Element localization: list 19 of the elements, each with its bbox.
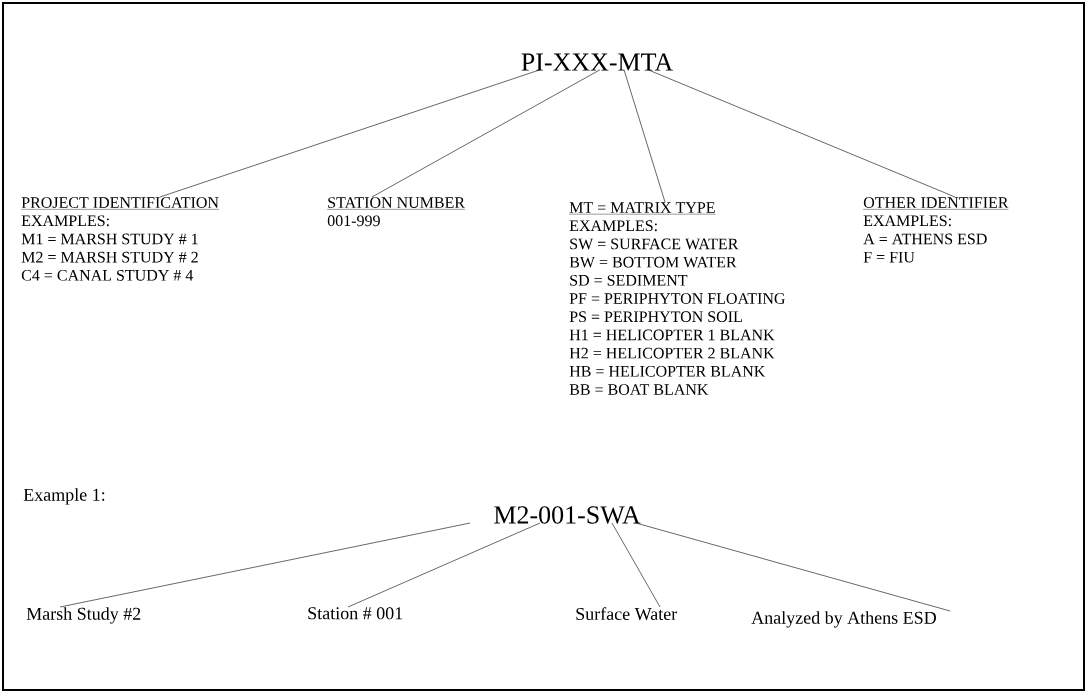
code-heading: PI-XXX-MTA	[521, 53, 673, 71]
example-text: Surface Water	[576, 607, 678, 621]
connector-line	[647, 69, 956, 198]
connector-line	[635, 522, 951, 612]
code-description: MT = MATRIX TYPE EXAMPLES: SW = SURFACE WATER BW = BOTTOM WATER SD = SEDIMENT PF = PERIPHYTON FLOATING PS = PERIPHYTON SOIL H1 = HELICOPTER 1 BLANK H2 = HELICOPTER 2 BLANK HB = HELICOPTER BLANK BB = BOAT BLANK	[569, 202, 785, 395]
connector-line	[611, 522, 661, 608]
example-text: Marsh Study #2	[26, 607, 141, 624]
example-text: Analyzed by Athens ESD	[751, 611, 936, 628]
code-heading: M2-001-SWA	[494, 506, 641, 524]
example-label: Example 1:	[23, 488, 105, 505]
example-text: Station # 001	[308, 607, 403, 620]
connector-line	[371, 69, 601, 198]
code-description: OTHER IDENTIFIER EXAMPLES: A = ATHENS ESD F = FIU	[863, 197, 1009, 263]
connector-line	[623, 69, 666, 203]
code-description: STATION NUMBER 001-999	[327, 197, 466, 227]
connector-line	[59, 522, 471, 608]
code-description: PROJECT IDENTIFICATION EXAMPLES: M1 = MARSH STUDY # 1 M2 = MARSH STUDY # 2 C4 = CANAL STUDY # 4	[21, 197, 220, 281]
connector-line	[159, 69, 541, 198]
connector-line	[347, 522, 541, 608]
